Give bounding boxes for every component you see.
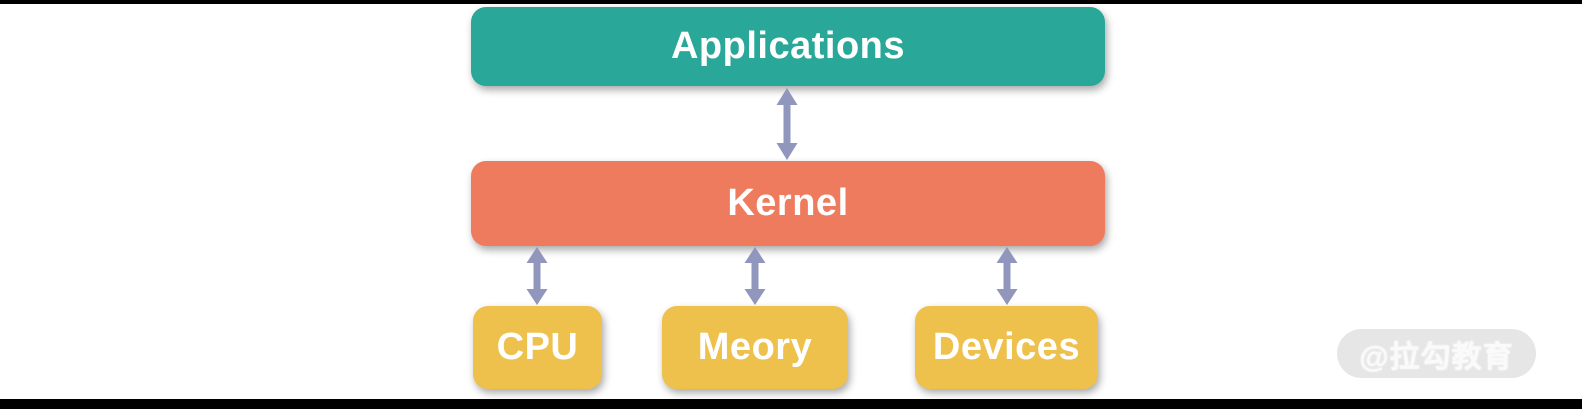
node-applications: Applications <box>471 7 1105 86</box>
node-devices: Devices <box>915 306 1098 389</box>
node-devices-label: Devices <box>932 326 1081 368</box>
arrow-applications-kernel-icon <box>776 88 798 160</box>
watermark-badge: @拉勾教育 <box>1337 329 1536 378</box>
node-kernel-label: Kernel <box>727 182 849 224</box>
node-cpu-label: CPU <box>496 326 579 368</box>
arrow-kernel-cpu-icon <box>526 247 548 305</box>
watermark-label: @拉勾教育 <box>1359 340 1514 374</box>
letterbox-bar-bottom <box>0 399 1582 409</box>
letterbox-bar-top <box>0 0 1582 4</box>
node-kernel: Kernel <box>471 161 1105 246</box>
node-applications-label: Applications <box>670 25 906 67</box>
arrow-kernel-devices-icon <box>996 247 1018 305</box>
node-cpu: CPU <box>473 306 602 389</box>
node-memory-label: Meory <box>697 326 813 368</box>
node-memory: Meory <box>662 306 848 389</box>
arrow-kernel-memory-icon <box>744 247 766 305</box>
